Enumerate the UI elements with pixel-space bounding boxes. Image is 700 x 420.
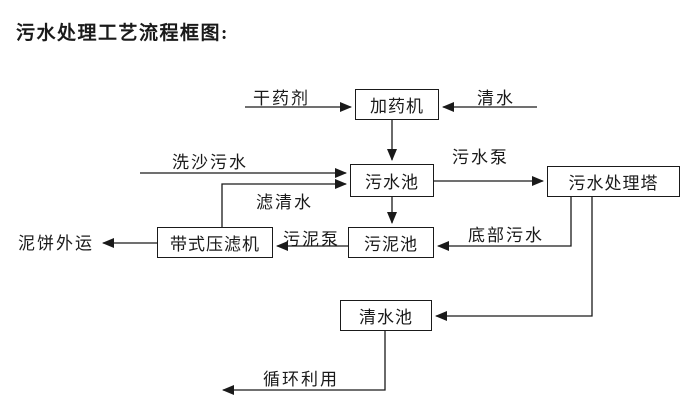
flow-label-filtered-water: 滤清水 — [256, 193, 313, 212]
node-belt-filter-press: 带式压滤机 — [157, 227, 273, 258]
node-treatment-tower-label: 污水处理塔 — [568, 174, 659, 193]
flow-label-recycling-use: 循环利用 — [263, 370, 339, 389]
flow-label-clean-water: 清水 — [477, 89, 515, 108]
node-sewage-pool-label: 污水池 — [365, 173, 419, 192]
node-sludge-pool: 污泥池 — [348, 227, 434, 258]
arrow-bottom-sewage-tower-to-sludge-pool — [437, 197, 572, 251]
node-clean-water-pool-label: 清水池 — [359, 308, 413, 327]
flow-label-dry-chemical: 干药剂 — [253, 89, 310, 108]
flow-label-sewage-pump: 污水泵 — [452, 148, 509, 167]
flow-label-sludge-pump: 污泥泵 — [283, 230, 340, 249]
arrow-tower-to-clean-water-pool — [435, 197, 593, 321]
arrow-clean-water-pool-to-recycling — [222, 331, 386, 395]
node-treatment-tower: 污水处理塔 — [547, 166, 680, 197]
flow-label-mud-cake-shipped-out: 泥饼外运 — [18, 234, 94, 253]
node-sludge-pool-label: 污泥池 — [364, 235, 418, 254]
node-sewage-pool: 污水池 — [350, 164, 434, 197]
node-dosing-machine-label: 加药机 — [370, 97, 424, 116]
flow-label-bottom-sewage: 底部污水 — [468, 226, 544, 245]
node-belt-filter-press-label: 带式压滤机 — [170, 235, 260, 254]
page-title: 污水处理工艺流程框图: — [16, 23, 229, 44]
node-dosing-machine: 加药机 — [355, 89, 439, 120]
node-clean-water-pool: 清水池 — [340, 300, 432, 331]
flow-label-sand-washing-sewage: 洗沙污水 — [172, 153, 248, 172]
arrow-filtered-water-press-to-sewage-pool — [221, 179, 347, 227]
